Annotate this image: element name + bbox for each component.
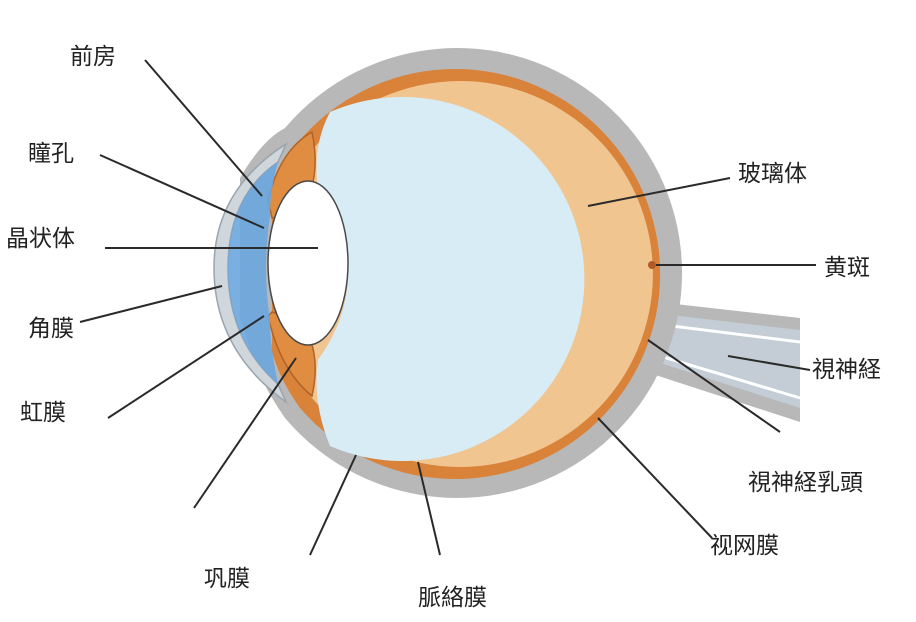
label-iris: 虹膜 <box>20 400 66 426</box>
label-optic-nerve: 視神経 <box>812 357 881 383</box>
label-retina: 视网膜 <box>710 533 779 559</box>
label-lens: 晶状体 <box>6 226 75 252</box>
label-choroid: 脈絡膜 <box>418 585 487 611</box>
label-optic-disc: 視神経乳頭 <box>748 470 863 496</box>
leader-anterior-chamber <box>145 60 262 196</box>
leader-sclera-bottom <box>310 455 356 555</box>
label-pupil: 瞳孔 <box>28 141 74 167</box>
lens <box>268 181 348 345</box>
label-cornea: 角膜 <box>28 316 74 342</box>
leader-iris <box>108 316 264 418</box>
label-sclera: 巩膜 <box>204 566 250 592</box>
label-vitreous: 玻璃体 <box>738 161 807 187</box>
macula <box>648 261 656 269</box>
leader-cornea <box>80 286 222 322</box>
label-macula: 黄斑 <box>824 255 870 281</box>
leader-retina <box>598 418 712 538</box>
leader-sclera-left <box>194 358 296 508</box>
label-anterior-chamber: 前房 <box>70 44 116 70</box>
